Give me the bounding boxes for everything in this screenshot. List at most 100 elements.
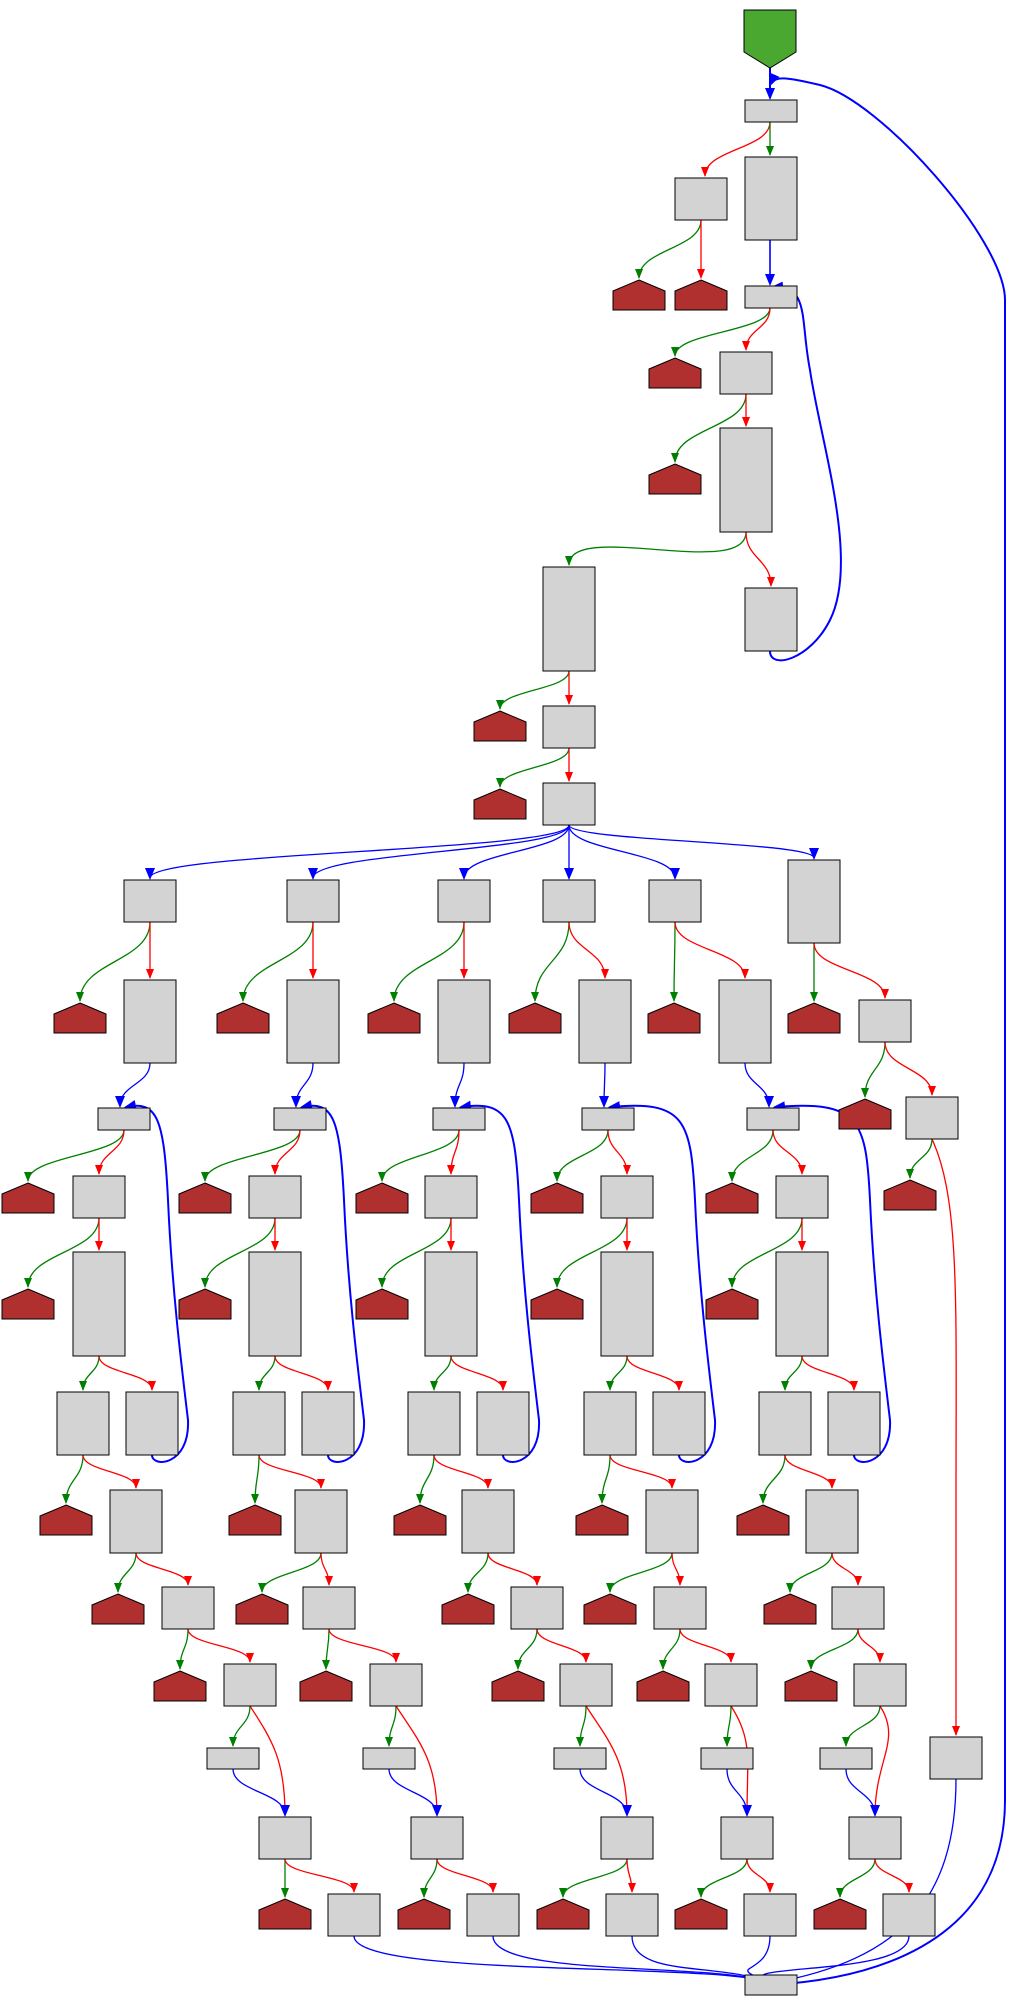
exit-node: [647, 1002, 701, 1034]
exit-node: [648, 463, 702, 495]
node-layer: [1, 9, 983, 1996]
exit-node: [235, 1593, 289, 1625]
unconditional-edge: [450, 1062, 465, 1108]
true-branch-edge: [385, 1705, 397, 1747]
false-branch-edge: [746, 1858, 774, 1893]
false-branch-edge: [626, 1355, 683, 1391]
false-branch-edge: [98, 1355, 156, 1391]
basic-block: [542, 566, 596, 672]
true-branch-edge: [606, 1355, 628, 1391]
true-branch-edge: [420, 1858, 438, 1898]
basic-block: [605, 1893, 659, 1937]
basic-block: [827, 1391, 881, 1456]
basic-block: [744, 587, 798, 652]
exit-node: [178, 1182, 232, 1214]
basic-block: [744, 99, 798, 123]
exit-node: [91, 1593, 145, 1625]
false-branch-edge: [328, 1628, 400, 1663]
true-branch-edge: [807, 1628, 859, 1670]
exit-node: [530, 1182, 584, 1214]
exit-node: [39, 1504, 93, 1536]
basic-block: [223, 1663, 277, 1707]
unconditional-edge: [388, 1768, 442, 1817]
exit-node: [583, 1593, 637, 1625]
true-branch-edge: [723, 1705, 732, 1747]
unconditional-edge: [568, 824, 819, 860]
basic-block: [559, 1663, 613, 1707]
exit-node: [393, 1504, 447, 1536]
false-branch-edge: [745, 531, 775, 587]
false-branch-edge: [433, 1454, 492, 1489]
true-branch-edge: [201, 1217, 276, 1288]
basic-block: [437, 979, 491, 1064]
basic-block: [882, 1893, 936, 1937]
true-branch-edge: [553, 1129, 609, 1182]
exit-node: [473, 710, 527, 742]
unconditional-edge: [845, 1768, 880, 1817]
exit-node: [612, 279, 666, 311]
true-branch-edge: [62, 1454, 84, 1504]
basic-block: [542, 879, 596, 923]
basic-block: [929, 1736, 983, 1780]
basic-block: [248, 1251, 302, 1357]
basic-block: [206, 1747, 260, 1770]
exit-node: [367, 1002, 421, 1034]
true-branch-edge: [576, 1705, 587, 1747]
unconditional-edge: [291, 1062, 314, 1108]
exit-node: [883, 1179, 937, 1211]
true-branch-edge: [728, 1217, 803, 1288]
false-branch-edge: [95, 1129, 125, 1175]
basic-block: [746, 1107, 800, 1131]
true-branch-edge: [671, 307, 771, 357]
basic-block: [273, 1107, 327, 1131]
true-branch-edge: [598, 1454, 611, 1504]
unconditional-edge: [568, 824, 680, 880]
edge-layer: [24, 68, 1006, 1987]
exit-node: [397, 1898, 451, 1930]
false-branch-edge: [871, 1705, 890, 1816]
false-branch-edge: [487, 1552, 541, 1586]
basic-block: [775, 1251, 829, 1357]
basic-block: [805, 1489, 859, 1554]
basic-block: [775, 1175, 829, 1219]
true-branch-edge: [251, 1454, 260, 1504]
exit-node: [153, 1670, 207, 1702]
basic-block: [286, 879, 340, 923]
basic-block: [858, 999, 912, 1043]
false-branch-edge: [568, 921, 609, 979]
true-branch-edge: [531, 921, 570, 1002]
exit-node: [636, 1670, 690, 1702]
false-branch-edge: [742, 307, 771, 351]
basic-block: [600, 1175, 654, 1219]
false-branch-edge: [274, 1355, 332, 1391]
unconditional-edge: [232, 1768, 290, 1817]
basic-block: [600, 1251, 654, 1357]
basic-block: [123, 879, 177, 923]
exit-node: [575, 1504, 629, 1536]
exit-node: [813, 1898, 867, 1930]
true-branch-edge: [559, 1858, 628, 1898]
false-branch-edge: [607, 1129, 631, 1175]
basic-block: [652, 1391, 706, 1456]
basic-block: [674, 177, 728, 221]
exit-node: [674, 1898, 728, 1930]
unconditional-edge: [769, 281, 842, 662]
basic-block: [718, 979, 772, 1064]
unconditional-edge: [308, 824, 570, 880]
unconditional-edge: [726, 1768, 752, 1817]
exit-node: [441, 1593, 495, 1625]
false-branch-edge: [536, 1628, 590, 1663]
false-branch-edge: [857, 1628, 884, 1663]
true-branch-edge: [390, 921, 465, 1002]
basic-block: [301, 1391, 355, 1456]
true-branch-edge: [565, 531, 747, 566]
true-branch-edge: [76, 921, 151, 1002]
basic-block: [578, 979, 632, 1064]
false-branch-edge: [772, 1129, 806, 1175]
unconditional-edge: [770, 1778, 957, 1987]
basic-block: [905, 1096, 959, 1140]
basic-block: [369, 1663, 423, 1707]
exit-node: [299, 1670, 353, 1702]
basic-block: [362, 1747, 416, 1770]
true-branch-edge: [201, 1129, 301, 1182]
